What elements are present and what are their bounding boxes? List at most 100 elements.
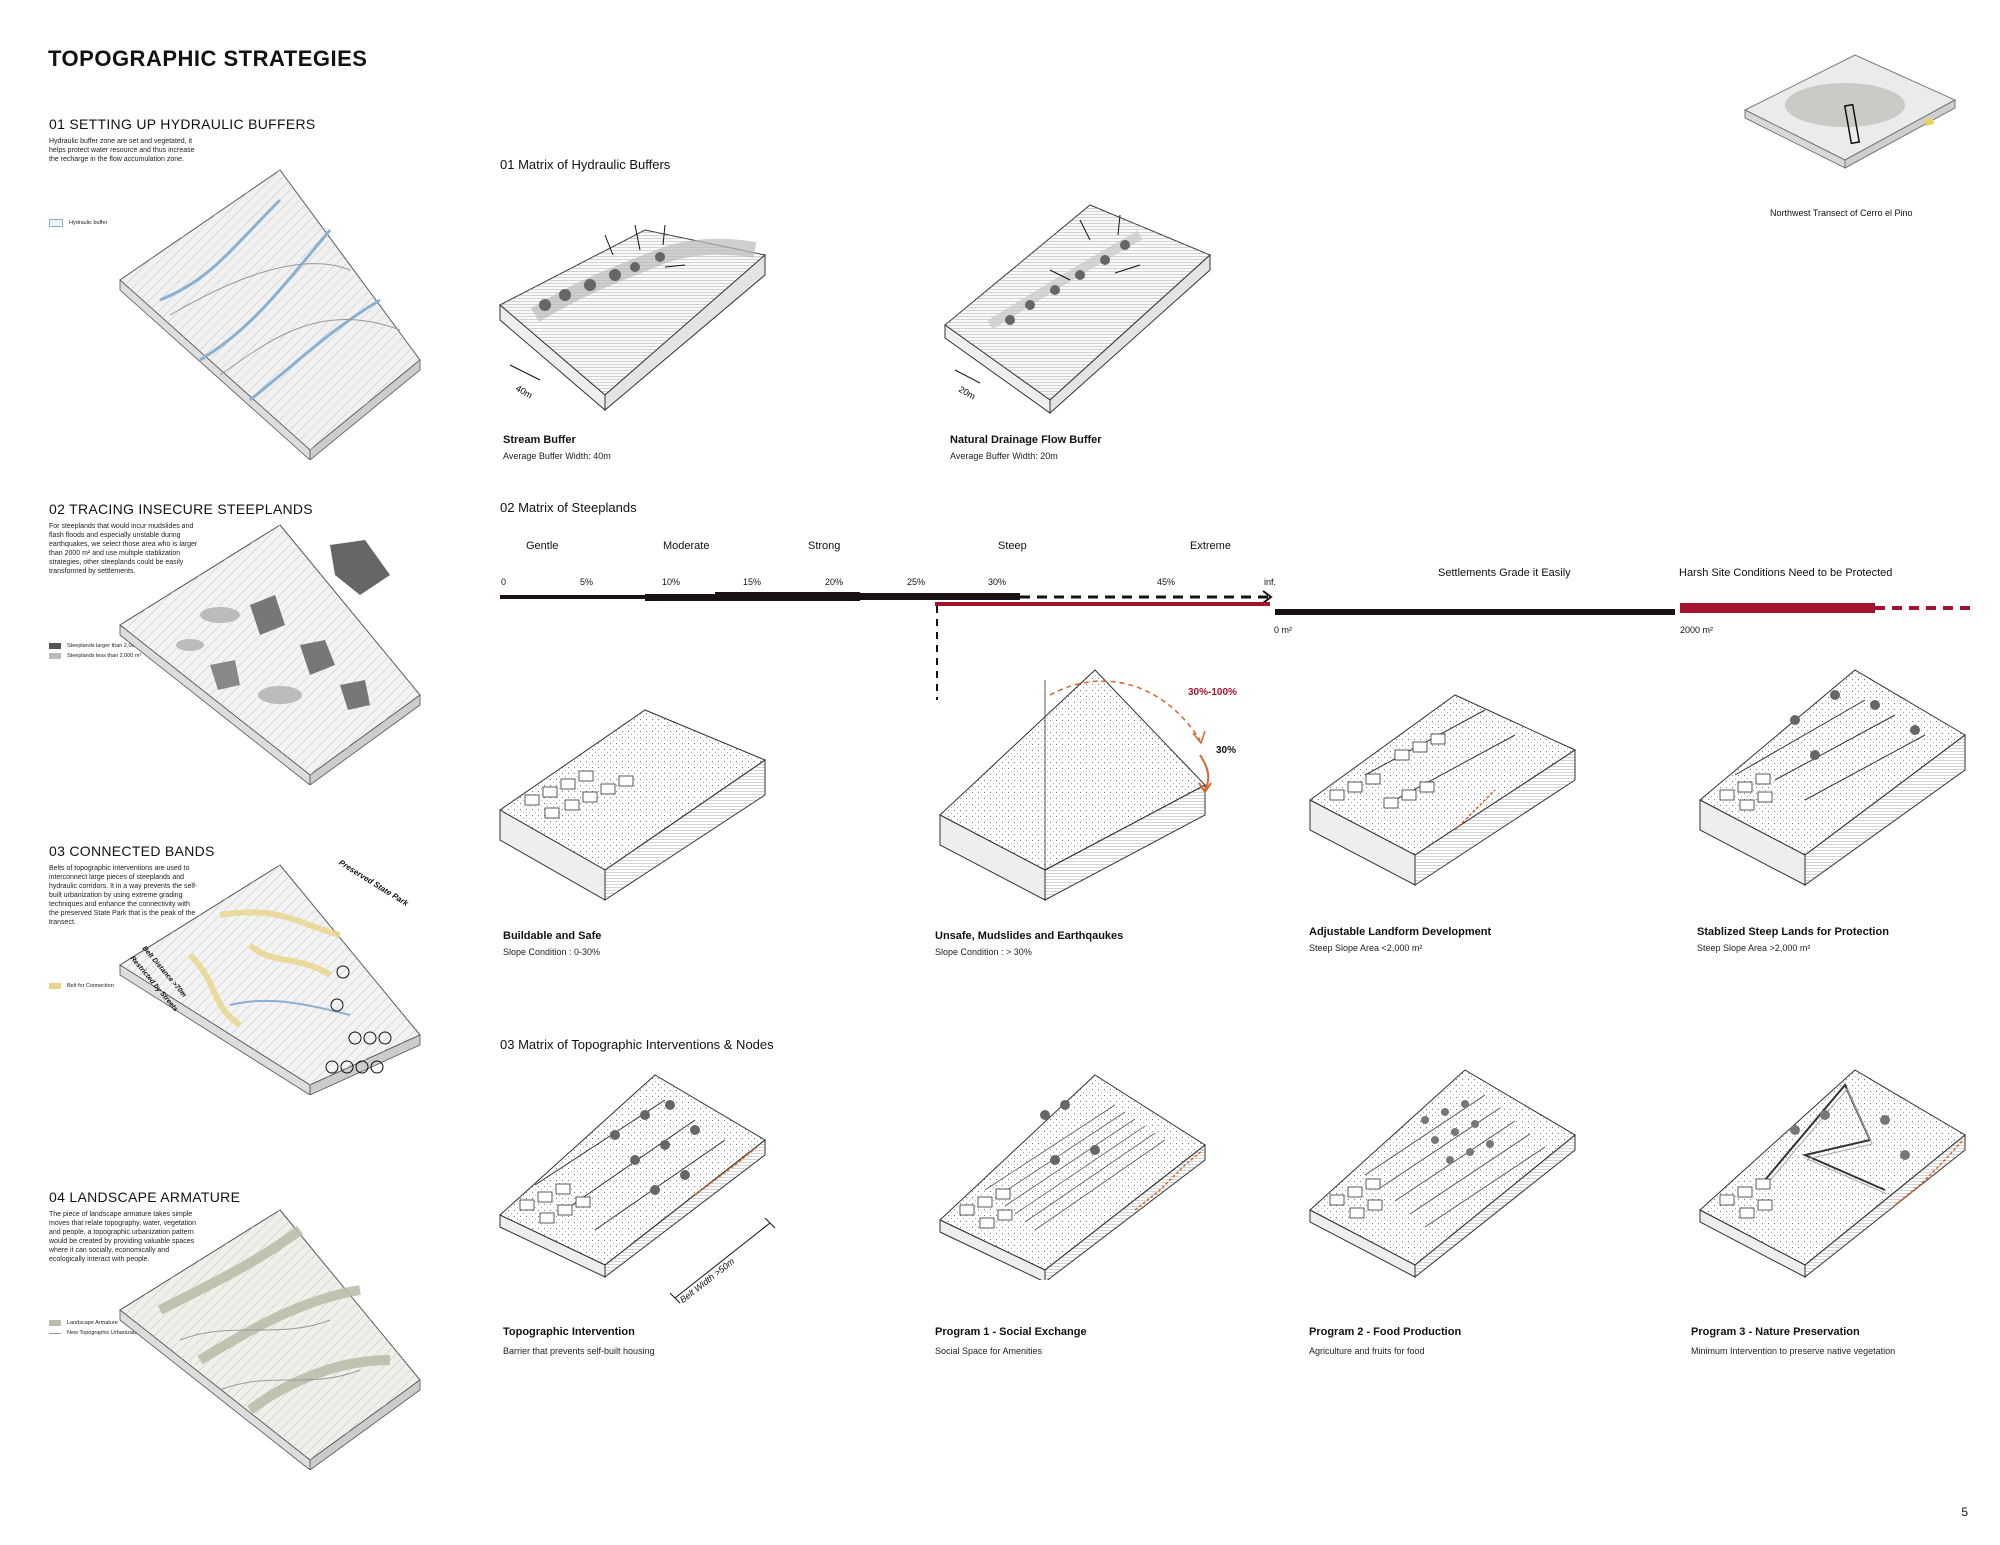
social-exchange-title: Program 1 - Social Exchange [935,1326,1087,1338]
bar-steep-dark [860,593,1020,600]
program-icons [325,965,392,1074]
adjustable-title: Adjustable Landform Development [1309,926,1492,938]
legend-swatch-armature [49,1320,61,1326]
page-number: 5 [1961,1505,1968,1519]
tick-25: 25% [907,577,926,587]
map-hydraulic-buffers [119,169,421,460]
legend-swatch-belt [49,983,61,989]
bar-gentle [500,595,645,599]
intervention-title: Topographic Intervention [503,1326,635,1338]
diagram-nature-preservation [1699,1069,1966,1279]
intervention-subtitle: Barrier that prevents self-built housing [503,1346,655,1356]
nature-preservation-title: Program 3 - Nature Preservation [1691,1326,1860,1338]
matrix1-heading: 01 Matrix of Hydraulic Buffers [500,157,671,172]
area-2000-label: 2000 m² [1680,625,1714,635]
diagram-topographic-intervention [499,1074,766,1279]
slope-strong: Strong [808,540,841,552]
section-03-legend: Belt for Connection [49,983,114,989]
legend-label-armature: Landscape Armature [67,1320,118,1326]
diagram-social-exchange [939,1074,1206,1280]
stream-buffer-title: Stream Buffer [503,434,576,446]
bar-moderate [645,594,715,601]
slope-gentle: Gentle [526,540,559,552]
section-02-heading: 02 TRACING INSECURE STEEPLANDS [49,501,313,517]
diagram-stabilized [1699,669,1966,886]
angle-range-label: 30%-100% [1188,687,1237,698]
section-03-description: Belts of topographic interventions are u… [49,865,198,926]
legend-label-belt: Belt for Connection [67,983,114,989]
buildable-title: Buildable and Safe [503,930,602,942]
drainage-buffer-title: Natural Drainage Flow Buffer [950,434,1102,446]
slope-moderate: Moderate [663,540,710,552]
section-01-description: Hydraulic buffer zone are set and vegeta… [49,138,195,163]
slope-steep: Steep [998,540,1027,552]
bar-settlements [1275,609,1675,615]
legend-label-steep-small: Steeplands less than 2,000 m² [67,653,142,659]
legend-swatch-steep-small [49,653,61,659]
area-settle-label: Settlements Grade it Easily [1438,567,1571,579]
diagram-drainage-buffer: 20m [944,204,1211,415]
angle-arc [1049,680,1201,741]
drainage-buffer-dim: 20m [957,384,977,401]
map-connected-bands [119,864,421,1095]
tick-inf: inf. [1264,577,1277,587]
bar-unsafe-red [935,602,1270,606]
map-landscape-armature [119,1209,421,1470]
tick-20: 20% [825,577,844,587]
section-04-description: The piece of landscape armature takes si… [49,1211,196,1263]
unsafe-title: Unsafe, Mudslides and Earthqaukes [935,930,1124,942]
diagram-stream-buffer: 40m [499,224,767,412]
bar-strong [715,592,860,601]
slope-scale-bars [500,590,1970,700]
diagram-buildable [499,709,767,901]
tick-15: 15% [743,577,762,587]
tick-5: 5% [580,577,594,587]
stabilized-subtitle: Steep Slope Area >2,000 m² [1697,943,1811,953]
legend-label-urbanization: New Topographic Urbanization [67,1330,142,1336]
section-01-legend: Hydraulic buffer [49,219,107,227]
page-title: TOPOGRAPHIC STRATEGIES [48,46,368,71]
legend-swatch-steep-large [49,643,61,649]
drainage-buffer-subtitle: Average Buffer Width: 20m [950,451,1058,461]
belt-width-dim [670,1218,776,1304]
legend-swatch-hydraulic [49,219,63,227]
tick-0: 0 [501,577,507,587]
diagram-unsafe [939,669,1212,901]
unsafe-subtitle: Slope Condition : > 30% [935,947,1032,957]
section-04-legend: Landscape Armature New Topographic Urban… [49,1320,142,1336]
icon-node-2 [330,998,344,1012]
section-04-heading: 04 LANDSCAPE ARMATURE [49,1189,241,1205]
diagram-adjustable [1309,694,1577,886]
tick-45: 45% [1157,577,1176,587]
food-production-title: Program 2 - Food Production [1309,1326,1462,1338]
section-02-legend: Steeplands larger than 2,000 m² Steeplan… [49,643,146,659]
area-harsh-label: Harsh Site Conditions Need to be Protect… [1679,567,1893,579]
legend-label-steep-large: Steeplands larger than 2,000 m² [67,643,146,649]
legend-swatch-urbanization [49,1332,61,1334]
legend-label-hydraulic: Hydraulic buffer [69,220,108,226]
tick-10: 10% [662,577,681,587]
bar-protected [1680,603,1875,613]
stream-buffer-subtitle: Average Buffer Width: 40m [503,451,611,461]
inset-caption: Northwest Transect of Cerro el Pino [1770,208,1913,218]
section-02-description: For steeplands that would incur mudslide… [49,523,198,575]
matrix3-heading: 03 Matrix of Topographic Interventions &… [500,1037,774,1052]
angle-base-label: 30% [1216,745,1237,756]
stream-buffer-dim: 40m [514,383,534,400]
social-exchange-subtitle: Social Space for Amenities [935,1346,1043,1356]
diagram-food-production [1309,1069,1576,1279]
slope-extreme: Extreme [1190,540,1231,552]
area-zero-label: 0 m² [1274,625,1292,635]
inset-transect-map [1743,54,1957,169]
stabilized-title: Stablized Steep Lands for Protection [1697,926,1889,938]
icon-node-1 [336,965,350,979]
section-03-heading: 03 CONNECTED BANDS [49,843,215,859]
map-steeplands [119,524,421,785]
nature-preservation-subtitle: Minimum Intervention to preserve native … [1691,1346,1896,1356]
adjustable-subtitle: Steep Slope Area <2,000 m² [1309,943,1423,953]
buildable-subtitle: Slope Condition : 0-30% [503,947,601,957]
food-production-subtitle: Agriculture and fruits for food [1309,1346,1425,1356]
section-01-heading: 01 SETTING UP HYDRAULIC BUFFERS [49,116,316,132]
matrix2-heading: 02 Matrix of Steeplands [500,500,637,515]
tick-30: 30% [988,577,1007,587]
